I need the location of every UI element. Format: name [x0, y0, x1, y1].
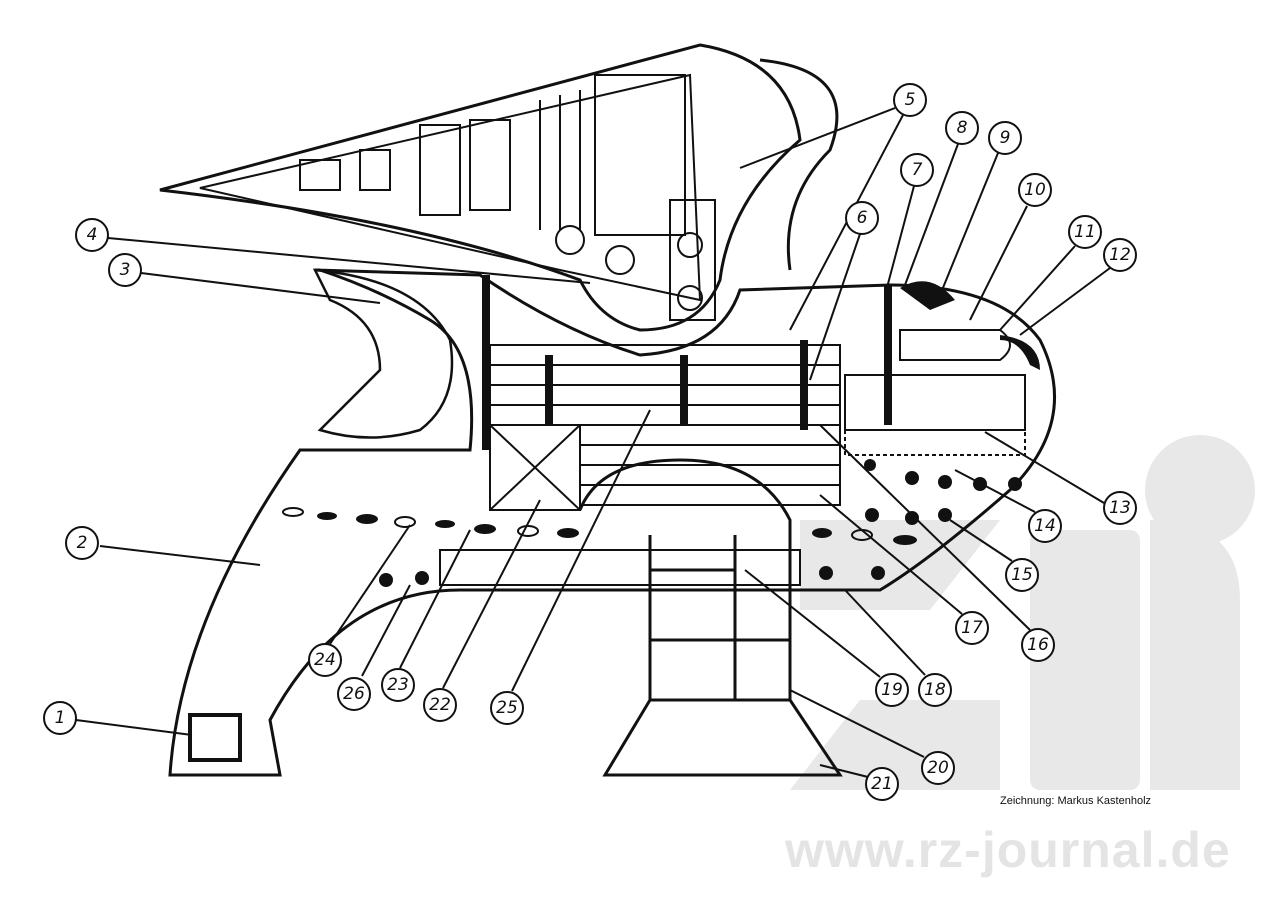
- callout-number: 20: [927, 758, 949, 778]
- callout-number: 14: [1034, 516, 1056, 536]
- callout-circle: [108, 253, 142, 287]
- callout-number: 4: [87, 225, 98, 245]
- callout-circle: [1018, 173, 1052, 207]
- callout-circle: [337, 677, 371, 711]
- callout-circle: [918, 673, 952, 707]
- callout-number: 9: [1000, 128, 1011, 148]
- callout-circle: [1028, 509, 1062, 543]
- callout-23: 23: [381, 668, 415, 702]
- callout-circle: [1103, 491, 1137, 525]
- callout-number: 6: [857, 208, 868, 228]
- callout-number: 23: [387, 675, 409, 695]
- callout-circle: [1068, 215, 1102, 249]
- callout-17: 17: [955, 611, 989, 645]
- callout-10: 10: [1018, 173, 1052, 207]
- callout-13: 13: [1103, 491, 1137, 525]
- callout-14: 14: [1028, 509, 1062, 543]
- callout-18: 18: [918, 673, 952, 707]
- callout-number: 11: [1074, 222, 1096, 242]
- callout-number: 26: [343, 684, 365, 704]
- callout-number: 7: [912, 160, 923, 180]
- callout-circle: [1005, 558, 1039, 592]
- callout-3: 3: [108, 253, 142, 287]
- callout-circle: [490, 691, 524, 725]
- callout-9: 9: [988, 121, 1022, 155]
- callout-circle: [381, 668, 415, 702]
- callout-1: 1: [43, 701, 77, 735]
- callout-circle: [921, 751, 955, 785]
- callout-number: 12: [1109, 245, 1131, 265]
- callout-number: 1: [55, 708, 66, 728]
- callout-number: 13: [1109, 498, 1131, 518]
- callout-circle: [955, 611, 989, 645]
- callout-6: 6: [845, 201, 879, 235]
- callout-number: 18: [924, 680, 946, 700]
- callout-circle: [900, 153, 934, 187]
- callout-25: 25: [490, 691, 524, 725]
- callout-number: 10: [1024, 180, 1046, 200]
- callout-19: 19: [875, 673, 909, 707]
- callout-number: 8: [957, 118, 968, 138]
- callout-26: 26: [337, 677, 371, 711]
- callout-circle: [945, 111, 979, 145]
- callout-number: 19: [881, 680, 903, 700]
- callout-number: 17: [961, 618, 983, 638]
- callout-circle: [1103, 238, 1137, 272]
- callout-circle: [1021, 628, 1055, 662]
- callout-number: 15: [1011, 565, 1033, 585]
- callout-15: 15: [1005, 558, 1039, 592]
- callout-2: 2: [65, 526, 99, 560]
- callout-number: 5: [905, 90, 916, 110]
- callout-circle: [75, 218, 109, 252]
- callout-20: 20: [921, 751, 955, 785]
- callout-circle: [65, 526, 99, 560]
- callout-21: 21: [865, 767, 899, 801]
- callout-circle: [893, 83, 927, 117]
- callout-4: 4: [75, 218, 109, 252]
- drawing-credit: Zeichnung: Markus Kastenholz: [1000, 795, 1152, 807]
- callout-11: 11: [1068, 215, 1102, 249]
- callout-number: 25: [496, 698, 518, 718]
- callout-7: 7: [900, 153, 934, 187]
- callout-8: 8: [945, 111, 979, 145]
- callout-circle: [845, 201, 879, 235]
- callout-number: 16: [1027, 635, 1049, 655]
- callout-circle: [875, 673, 909, 707]
- callout-number: 2: [77, 533, 88, 553]
- callout-circle: [865, 767, 899, 801]
- callout-number: 24: [314, 650, 336, 670]
- callout-16: 16: [1021, 628, 1055, 662]
- callout-5: 5: [893, 83, 927, 117]
- callout-circle: [308, 643, 342, 677]
- callout-number: 22: [429, 695, 451, 715]
- callout-circle: [423, 688, 457, 722]
- callout-24: 24: [308, 643, 342, 677]
- watermark-url: www.rz-journal.de: [785, 822, 1231, 878]
- callout-circle: [988, 121, 1022, 155]
- callout-22: 22: [423, 688, 457, 722]
- callout-circle: [43, 701, 77, 735]
- callout-number: 21: [871, 774, 893, 794]
- callout-number: 3: [120, 260, 131, 280]
- callout-12: 12: [1103, 238, 1137, 272]
